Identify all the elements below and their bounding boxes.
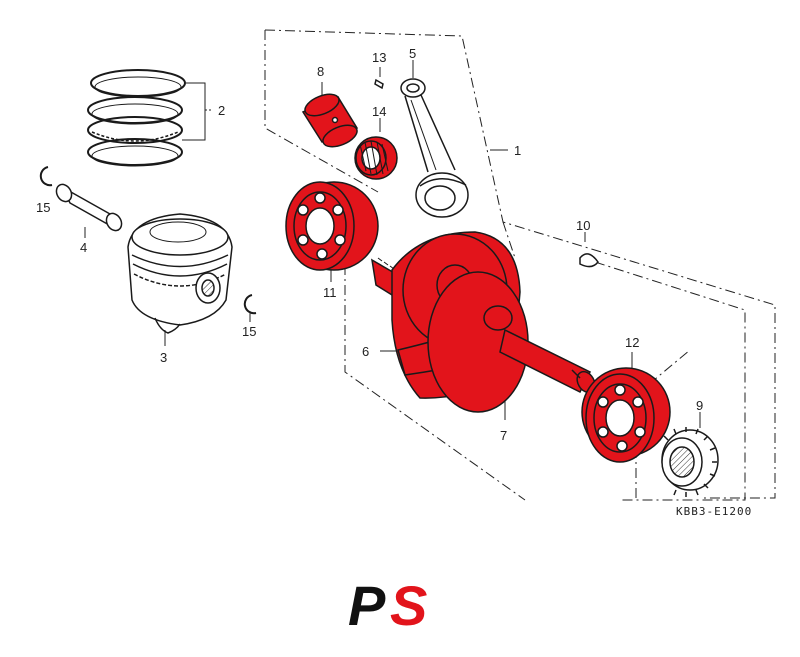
logo-letter-s: S [390, 574, 427, 637]
label-part-5: 5 [409, 46, 416, 61]
label-part-8: 8 [317, 64, 324, 79]
label-part-13: 13 [372, 50, 386, 65]
piston [127, 213, 233, 334]
part-labels: 1 2 3 4 5 6 7 8 9 10 11 12 13 14 15 15 [36, 46, 703, 443]
label-part-1: 1 [514, 143, 521, 158]
label-part-10: 10 [576, 218, 590, 233]
needle-bearing [354, 136, 398, 180]
label-part-15-right: 15 [242, 324, 256, 339]
logo-letter-p: P [348, 574, 386, 637]
crank-pin [301, 93, 359, 148]
diagram-code: KBB3-E1200 [676, 505, 752, 518]
label-part-6: 6 [362, 344, 369, 359]
label-part-2: 2 [218, 103, 225, 118]
label-part-7: 7 [500, 428, 507, 443]
label-part-4: 4 [80, 240, 87, 255]
right-ball-bearing [581, 367, 671, 463]
small-pin [374, 78, 384, 90]
label-part-9: 9 [696, 398, 703, 413]
woodruff-key [579, 253, 599, 268]
left-ball-bearing [285, 181, 379, 271]
piston-pin-clips [39, 166, 257, 315]
label-part-3: 3 [160, 350, 167, 365]
ps-logo: P S [348, 574, 427, 637]
crankshaft [371, 231, 596, 413]
label-part-15-left: 15 [36, 200, 50, 215]
label-part-14: 14 [372, 104, 386, 119]
piston-rings [87, 69, 186, 167]
connecting-rod [400, 78, 469, 218]
label-part-12: 12 [625, 335, 639, 350]
label-part-11: 11 [323, 285, 337, 300]
piston-pin [55, 183, 123, 232]
timing-gear [661, 427, 719, 497]
